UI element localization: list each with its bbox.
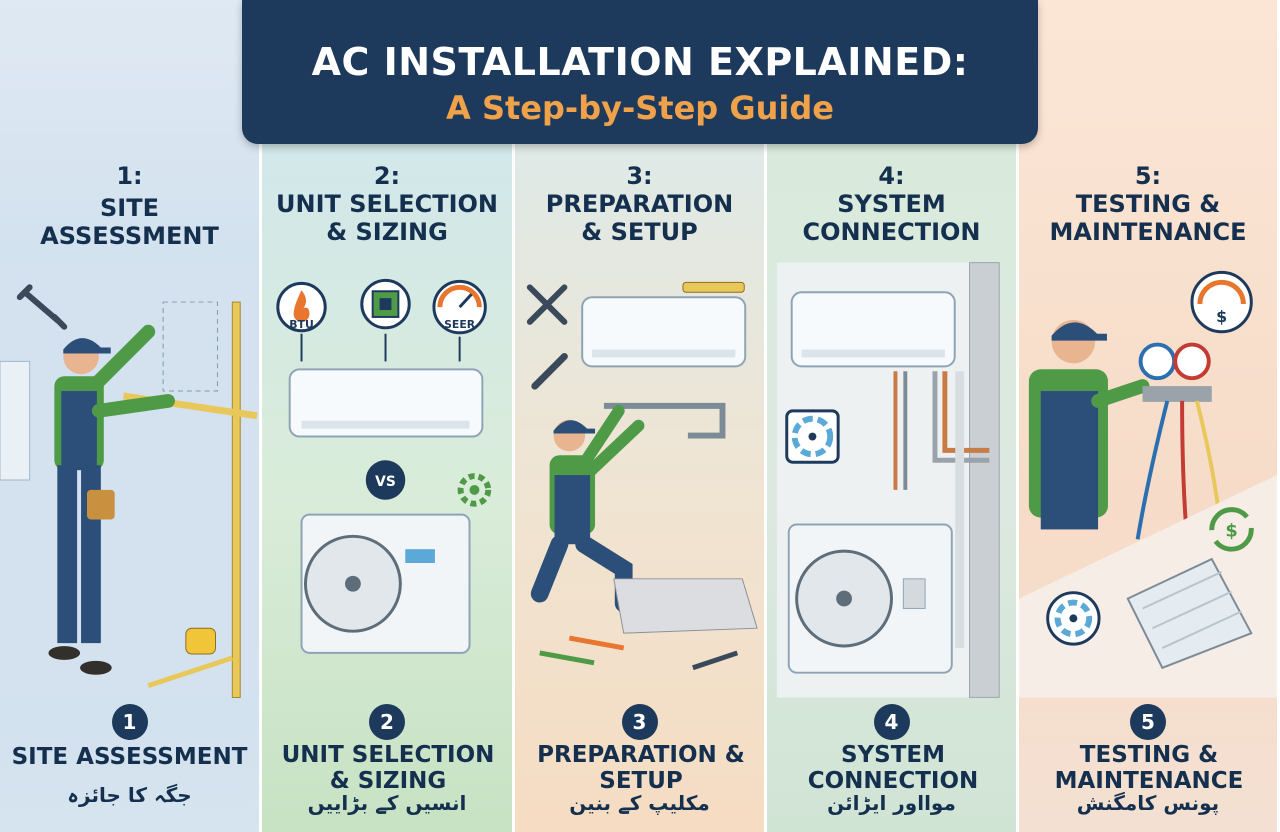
tools-icon (539, 635, 739, 671)
seer-gauge-icon: SEER (432, 279, 487, 335)
svg-text:VS: VS (375, 474, 396, 490)
svg-text:$: $ (1216, 307, 1227, 326)
step-1-urdu: جگہ کا جائزہ (67, 783, 192, 807)
step-1-badge: 1 (111, 704, 148, 740)
wrench-icon (531, 353, 568, 390)
step-1-footer: SITE ASSESSMENT (11, 744, 248, 770)
fan-icon (1046, 591, 1101, 646)
step-1-heading: 1: SITE ASSESSMENT (40, 162, 219, 250)
step-2-heading: 2: UNIT SELECTION & SIZING (276, 162, 498, 246)
indoor-ac-unit (288, 368, 484, 438)
preparation-illustration (515, 260, 764, 700)
panel-testing: 5: TESTING & MAINTENANCE $ (1019, 0, 1280, 832)
svg-text:BTU: BTU (289, 318, 314, 331)
step-4-footer: SYSTEM CONNECTION (807, 742, 979, 794)
step-4-heading: 4: SYSTEM CONNECTION (802, 162, 981, 246)
step-2-badge: 2 (369, 704, 405, 740)
page-title: AC INSTALLATION EXPLAINED: (311, 40, 969, 84)
worker-figure (1028, 319, 1150, 530)
step-3-heading: 3: PREPARATION & SETUP (545, 162, 734, 246)
worker-figure (48, 324, 175, 675)
air-filter (1126, 557, 1253, 670)
level-tool-icon (682, 281, 745, 293)
step-2-urdu: انسیں کے بڑاییں (307, 791, 467, 815)
step-4-urdu: موااور ایڑائن (827, 791, 956, 815)
step-4-badge: 4 (873, 704, 910, 740)
step-3-footer: PREPARATION & SETUP (537, 742, 745, 794)
panel-site-assessment: 1: SITE ASSESSMENT (0, 0, 262, 832)
dollar-refresh-icon: $ (1209, 507, 1254, 552)
concrete-pad (613, 578, 758, 634)
indoor-ac-unit (581, 296, 747, 368)
outdoor-ac-unit (300, 513, 471, 654)
step-5-badge: 5 (1130, 704, 1166, 740)
fan-icon (785, 409, 840, 464)
testing-illustration: $ (1019, 260, 1277, 700)
gauge-dollar-icon: $ (1190, 270, 1253, 334)
chip-icon (360, 278, 411, 330)
title-banner: AC INSTALLATION EXPLAINED: A Step-by-Ste… (242, 0, 1038, 144)
wrench-screwdriver-icon (526, 284, 568, 325)
indoor-ac-unit (790, 291, 956, 368)
refrigerant-pipes (893, 371, 990, 648)
step-2-footer: UNIT SELECTION & SIZING (281, 742, 495, 794)
worker-figure (530, 404, 645, 613)
step-5-urdu: پونس کامگنش (1076, 791, 1220, 815)
step-5-footer: TESTING & MAINTENANCE (1054, 742, 1244, 794)
unit-selection-illustration: BTU SEER (262, 260, 512, 700)
system-connection-illustration (767, 260, 1016, 700)
step-3-badge: 3 (621, 704, 658, 740)
step-3-urdu: مکلیپ کے بنین (569, 791, 710, 815)
outdoor-ac-unit (787, 523, 953, 674)
tape-measure-icon (147, 627, 234, 688)
btu-flame-icon: BTU (276, 281, 327, 333)
mounting-bracket (603, 402, 726, 439)
vs-badge: VS (365, 460, 406, 500)
manifold-gauges (1135, 342, 1224, 540)
site-assessment-illustration (0, 260, 259, 700)
gear-icon (457, 473, 492, 507)
wrench-icon (16, 284, 68, 330)
svg-text:$: $ (1225, 520, 1237, 541)
step-5-heading: 5: TESTING & MAINTENANCE (1049, 162, 1247, 246)
svg-text:SEER: SEER (444, 318, 476, 331)
page-subtitle: A Step-by-Step Guide (446, 89, 834, 127)
